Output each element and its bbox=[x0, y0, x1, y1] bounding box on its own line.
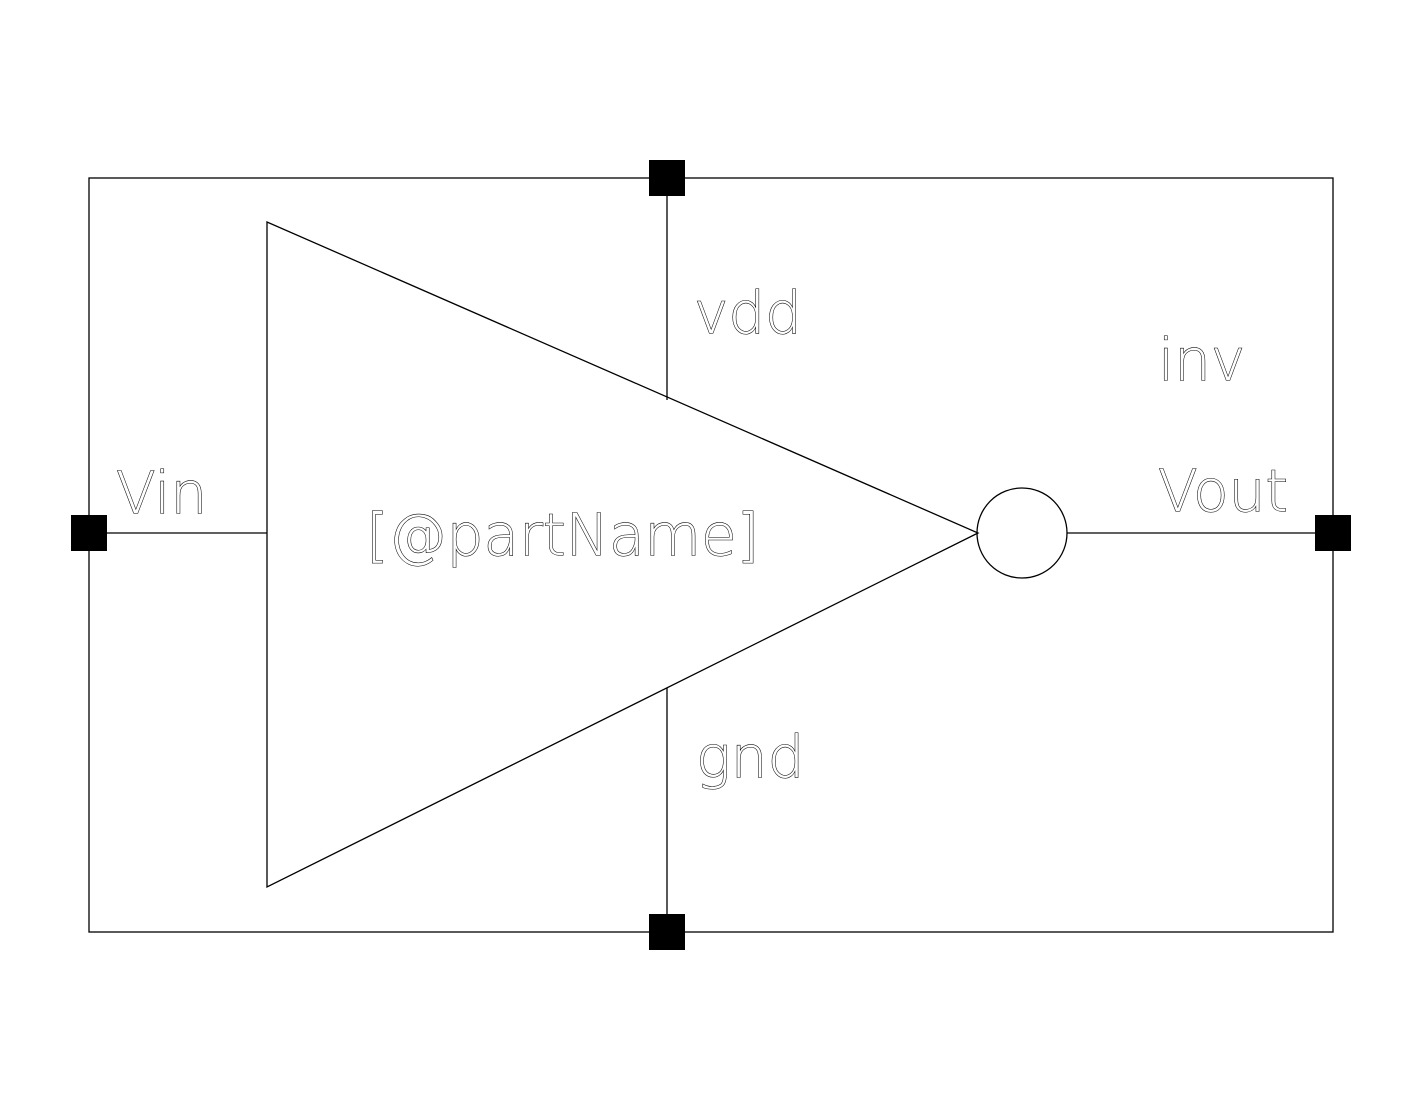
vdd-pin[interactable] bbox=[649, 160, 685, 196]
inversion-bubble bbox=[976, 487, 1068, 579]
vout-pin[interactable] bbox=[1315, 515, 1351, 551]
gnd-label: gnd bbox=[696, 723, 804, 791]
vin-label: Vin bbox=[116, 459, 207, 527]
vdd-label: vdd bbox=[694, 279, 802, 347]
cell-name-label: inv bbox=[1158, 326, 1245, 394]
part-name-label: [@partName] bbox=[366, 501, 759, 569]
gnd-pin[interactable] bbox=[649, 914, 685, 950]
vin-pin[interactable] bbox=[71, 515, 107, 551]
symbol-bounding-box bbox=[88, 177, 1334, 933]
inverter-triangle bbox=[266, 221, 980, 889]
vout-label: Vout bbox=[1158, 457, 1288, 525]
